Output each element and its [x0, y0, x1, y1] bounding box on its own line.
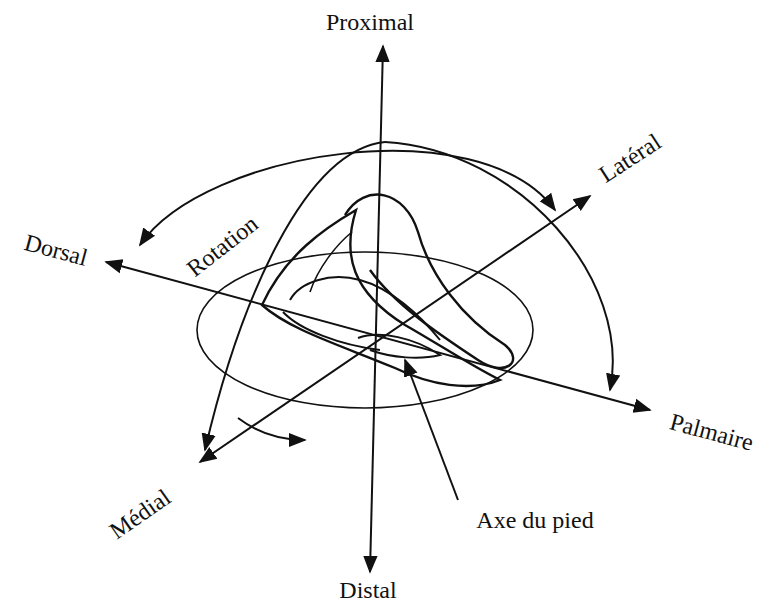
rotation-arc	[385, 142, 613, 390]
axis-label: Palmaire	[668, 409, 757, 454]
medial-lateral-axis	[200, 196, 590, 462]
hoof-heel	[283, 312, 380, 350]
rotation-arc	[140, 151, 555, 245]
axis-label: Distal	[339, 578, 396, 602]
proximal-distal-axis	[370, 46, 383, 572]
axis-label: Latéral	[595, 129, 665, 186]
rotation-arc	[238, 418, 305, 440]
callout-label: Axe du pied	[476, 508, 593, 532]
hoof-line	[310, 232, 352, 292]
axis-label: Proximal	[326, 10, 414, 34]
axis-label: Médial	[105, 485, 174, 544]
axis-label: Rotation	[182, 211, 262, 281]
rotation-arc	[205, 142, 385, 450]
axis-label: Dorsal	[22, 230, 90, 270]
leader-line	[405, 360, 458, 500]
hoof-loop	[345, 195, 513, 368]
dorsal-palmar-axis	[106, 262, 650, 410]
